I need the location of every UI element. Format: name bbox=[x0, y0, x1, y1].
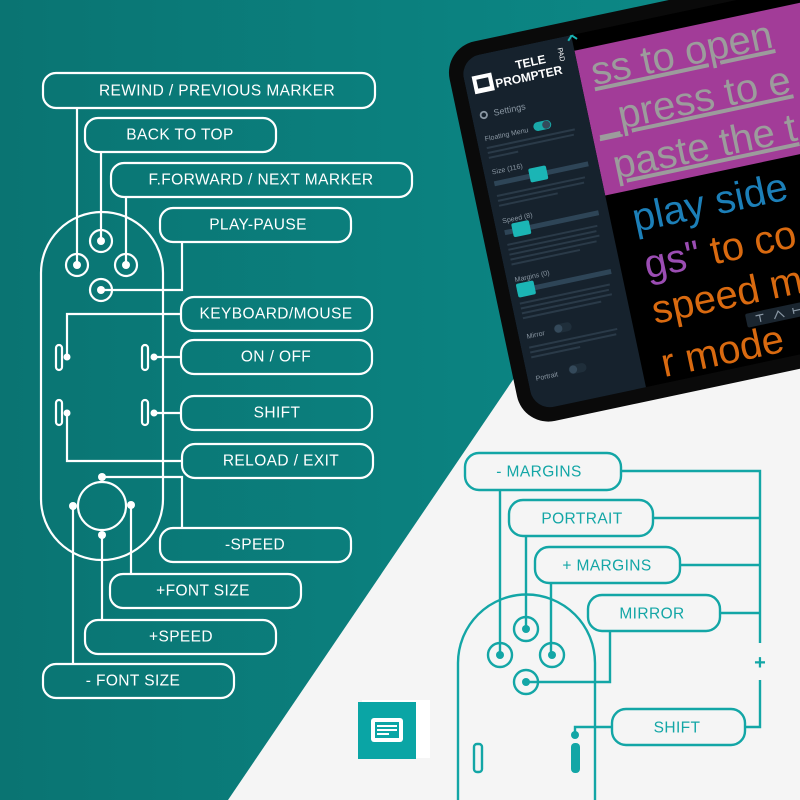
label-text: +FONT SIZE bbox=[156, 583, 250, 600]
connector-line bbox=[745, 680, 762, 729]
speed-slider[interactable] bbox=[503, 205, 600, 239]
label-play-pause: PLAY-PAUSE bbox=[158, 206, 353, 244]
label-minus-font-size: - FONT SIZE bbox=[41, 662, 236, 700]
label-plus-font-size: +FONT SIZE bbox=[108, 572, 303, 610]
label-text: - MARGINS bbox=[496, 464, 581, 481]
side-switch-icon bbox=[140, 398, 150, 427]
label-text: - FONT SIZE bbox=[86, 673, 181, 690]
tablet-mockup: ss to open _press to e paste the t play … bbox=[448, 0, 800, 422]
connector-dot bbox=[98, 531, 106, 539]
minus-margins-button-icon bbox=[486, 641, 514, 669]
connector-dot bbox=[63, 353, 71, 361]
portrait-button-icon bbox=[512, 615, 540, 643]
description-text-lines bbox=[528, 327, 618, 359]
label-text: ON / OFF bbox=[241, 349, 311, 366]
shift-switch-icon bbox=[571, 743, 580, 773]
connector-line bbox=[621, 469, 762, 643]
rewind-button-icon bbox=[64, 252, 90, 278]
font-size-icon[interactable] bbox=[755, 313, 765, 323]
description-text-lines bbox=[496, 176, 586, 207]
side-switch-icon bbox=[140, 343, 150, 372]
description-text-lines bbox=[486, 128, 576, 159]
side-switch-icon bbox=[54, 398, 64, 427]
label-text: MIRROR bbox=[619, 606, 684, 623]
settings-sidebar bbox=[459, 35, 649, 411]
connector-line bbox=[65, 312, 181, 357]
connector-dot bbox=[69, 502, 77, 510]
connector-line bbox=[65, 413, 182, 463]
left-remote-diagram: REWIND / PREVIOUS MARKER BACK TO TOP F.F… bbox=[39, 71, 414, 700]
label-minus-margins: - MARGINS bbox=[463, 451, 623, 492]
floating-menu-toolbar[interactable] bbox=[745, 272, 800, 328]
margins-slider[interactable] bbox=[516, 264, 613, 298]
label-minus-speed: -SPEED bbox=[158, 526, 353, 564]
label-shift: SHIFT bbox=[179, 394, 374, 432]
description-text-lines bbox=[507, 224, 600, 266]
label-text: BACK TO TOP bbox=[126, 127, 234, 144]
connector-dot bbox=[571, 731, 579, 739]
floating-menu-toggle[interactable] bbox=[533, 119, 552, 132]
label-text: KEYBOARD/MOUSE bbox=[200, 306, 353, 323]
margins-icon[interactable] bbox=[792, 305, 800, 314]
connector-line bbox=[526, 631, 612, 684]
joystick-icon bbox=[76, 480, 128, 532]
light-background bbox=[228, 280, 800, 800]
gear-icon bbox=[479, 110, 488, 120]
back-to-top-button-icon bbox=[88, 228, 114, 254]
label-text: PORTRAIT bbox=[541, 511, 622, 528]
label-plus-speed: +SPEED bbox=[83, 618, 278, 656]
right-remote-diagram: + - MARGINS PORTRAIT + MARGINS MIRROR SH… bbox=[456, 451, 766, 800]
remote-body-outline bbox=[39, 210, 165, 562]
play-pause-button-icon bbox=[88, 277, 114, 303]
plus-margins-button-icon bbox=[538, 641, 566, 669]
label-reload-exit: RELOAD / EXIT bbox=[180, 442, 375, 480]
portrait-toggle[interactable] bbox=[568, 362, 587, 375]
label-mirror: MIRROR bbox=[586, 593, 722, 633]
label-plus-margins: + MARGINS bbox=[533, 545, 682, 585]
mirror-label: Mirror bbox=[526, 330, 546, 341]
label-shift: SHIFT bbox=[610, 707, 747, 747]
label-keyboard-mouse: KEYBOARD/MOUSE bbox=[179, 295, 374, 333]
logo-text: TELE bbox=[514, 52, 547, 72]
connector-dot bbox=[98, 473, 106, 481]
label-text: PLAY-PAUSE bbox=[209, 217, 307, 234]
label-on-off: ON / OFF bbox=[179, 338, 374, 376]
connector-line bbox=[101, 242, 184, 292]
description-text-lines bbox=[519, 283, 613, 320]
connector-dot bbox=[150, 409, 158, 417]
connector-dot bbox=[150, 353, 158, 361]
app-logo bbox=[358, 700, 430, 759]
label-text: RELOAD / EXIT bbox=[223, 453, 339, 470]
logo-text: PAD bbox=[556, 47, 566, 62]
screen-highlight bbox=[574, 0, 800, 196]
speed-icon[interactable] bbox=[773, 310, 785, 320]
mirror-button-icon bbox=[512, 668, 540, 696]
plus-modifier-icon: + bbox=[754, 652, 766, 674]
connector-dot bbox=[63, 409, 71, 417]
label-text: REWIND / PREVIOUS MARKER bbox=[99, 83, 335, 100]
label-fforward: F.FORWARD / NEXT MARKER bbox=[109, 161, 414, 199]
label-text: +SPEED bbox=[149, 629, 213, 646]
label-rewind: REWIND / PREVIOUS MARKER bbox=[41, 71, 377, 110]
side-switch-icon bbox=[54, 343, 64, 372]
label-text: -SPEED bbox=[225, 537, 285, 554]
mirror-toggle[interactable] bbox=[553, 321, 572, 334]
connector-dot bbox=[127, 501, 135, 509]
size-slider[interactable] bbox=[493, 156, 590, 190]
connector-line bbox=[102, 475, 184, 528]
label-text: SHIFT bbox=[654, 720, 701, 737]
fforward-button-icon bbox=[113, 252, 139, 278]
side-switch-icon bbox=[472, 742, 484, 774]
label-back-to-top: BACK TO TOP bbox=[83, 116, 278, 154]
portrait-label: Portrait bbox=[535, 371, 559, 383]
label-text: + MARGINS bbox=[562, 558, 651, 575]
label-portrait: PORTRAIT bbox=[507, 498, 655, 538]
label-text: SHIFT bbox=[254, 405, 301, 422]
label-text: F.FORWARD / NEXT MARKER bbox=[148, 172, 373, 189]
